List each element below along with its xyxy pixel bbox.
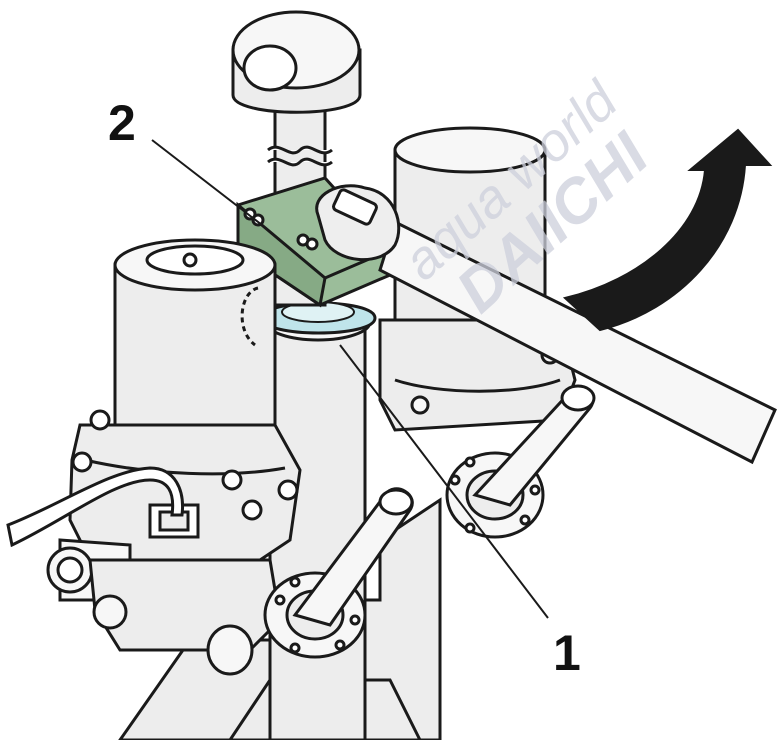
leader-line-2 [151,139,263,226]
callout-1: 1 [553,625,581,681]
fuel-hose [6,466,185,548]
top-tube [231,10,362,114]
wrench [315,184,777,465]
rotation-arrow [562,128,773,332]
ring-seal-part-1 [260,301,377,335]
left-intake-pipe [263,487,414,659]
callout-2: 2 [108,95,136,151]
leader-line-1 [339,344,549,619]
